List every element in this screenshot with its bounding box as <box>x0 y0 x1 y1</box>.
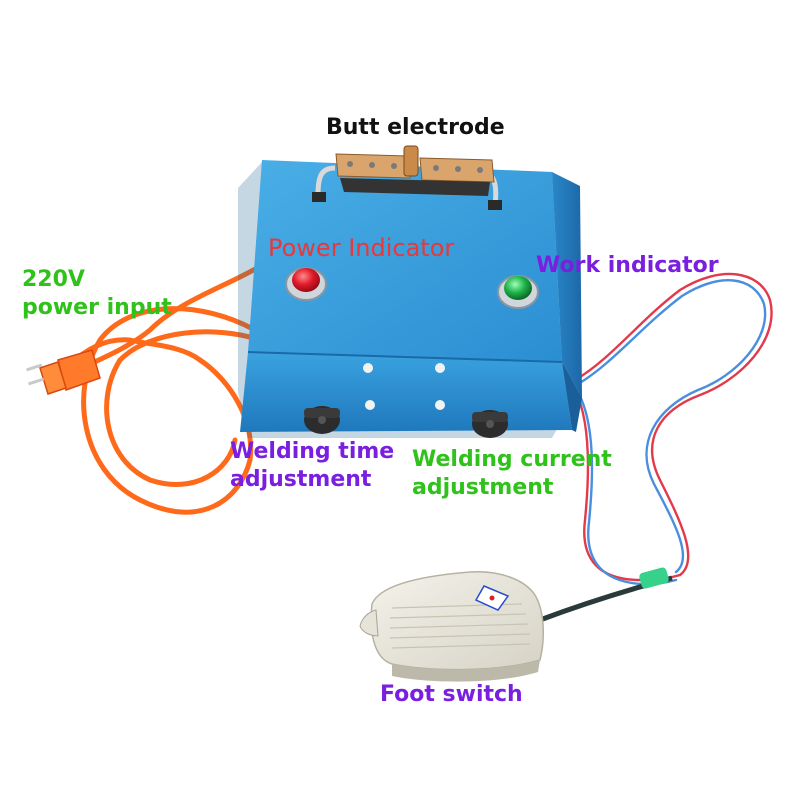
power-input-label-line1: 220V <box>22 267 85 292</box>
work-indicator-label: Work indicator <box>536 253 719 278</box>
power-input-label-line2: power input <box>22 295 172 320</box>
welding-current-knob <box>472 410 508 438</box>
power-input-label: 220V power input <box>22 266 172 322</box>
welding-time-label-line1: Welding time <box>230 439 395 464</box>
power-indicator-lamp <box>285 267 327 301</box>
welding-time-label-line2: adjustment <box>230 467 372 492</box>
butt-electrode <box>312 145 502 210</box>
welding-time-label: Welding time adjustment <box>230 438 394 494</box>
power-indicator-label: Power Indicator <box>268 234 455 262</box>
foot-switch-label: Foot switch <box>380 682 523 707</box>
front-panel-holes <box>363 363 445 410</box>
plug-icon <box>26 349 101 395</box>
welding-current-label-line2: adjustment <box>412 475 554 500</box>
butt-electrode-label: Butt electrode <box>326 115 505 140</box>
welding-current-label-line1: Welding current <box>412 447 612 472</box>
welding-current-label: Welding current adjustment <box>412 446 612 502</box>
foot-switch-pedal <box>359 571 545 682</box>
foot-switch-cable <box>573 272 773 586</box>
work-indicator-lamp <box>497 275 539 309</box>
welding-time-knob <box>304 406 340 434</box>
cable-tape <box>639 567 669 589</box>
